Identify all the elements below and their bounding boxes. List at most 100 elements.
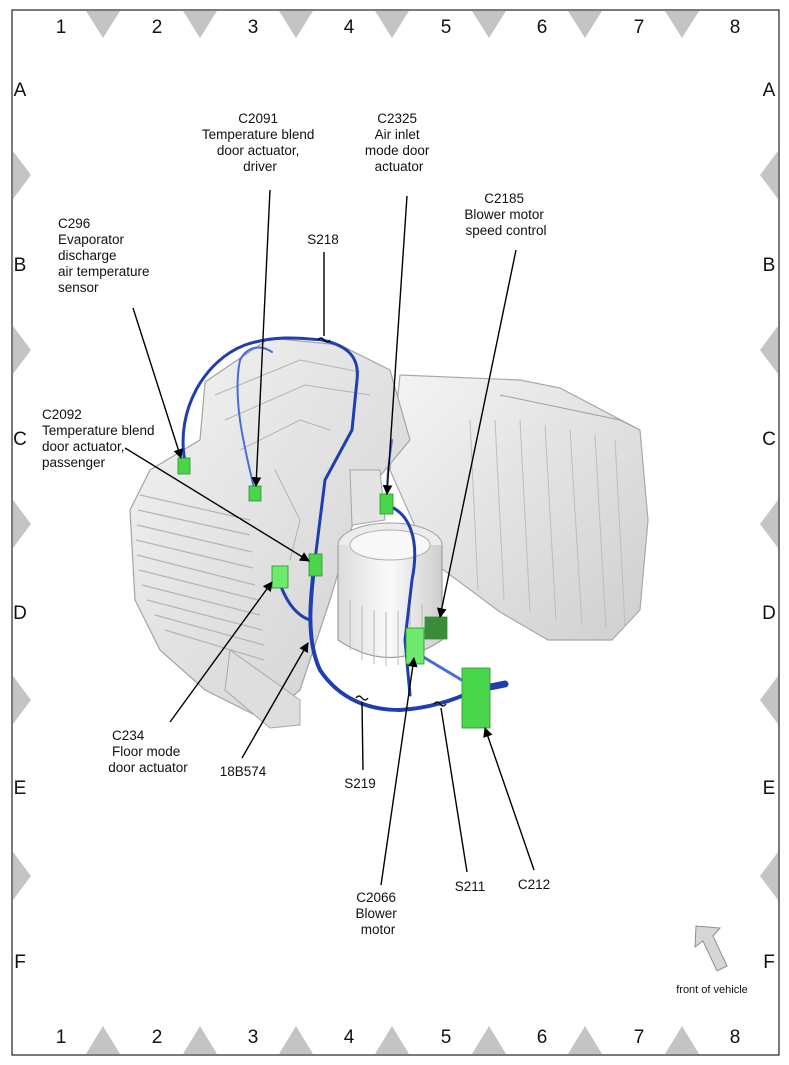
- splice-marks: [317, 337, 447, 707]
- label-c234-line3: door actuator: [108, 760, 188, 775]
- grid-row-left-f: F: [14, 952, 26, 973]
- label-c2325: C2325 Air inlet mode door actuator: [365, 111, 433, 174]
- label-c2066-line3: motor: [361, 922, 396, 937]
- harness-upper-loop: [181, 336, 359, 562]
- connector-c234: [271, 565, 289, 589]
- leader-c2092: [124, 447, 310, 562]
- label-c296-line3: discharge: [58, 248, 117, 263]
- grid-col-bottom-7: 7: [634, 1027, 645, 1048]
- label-c296-line5: sensor: [58, 280, 99, 295]
- diagram-border: [11, 9, 780, 1056]
- leader-c234: [169, 581, 273, 723]
- grid-col-top-5: 5: [441, 17, 452, 38]
- connector-c296: [177, 457, 191, 475]
- label-s219: S219: [344, 776, 376, 791]
- label-c2091-line3: door actuator,: [217, 143, 300, 158]
- leader-18b574: [241, 642, 309, 759]
- connectors: [177, 457, 491, 729]
- label-s218: S218: [307, 232, 339, 247]
- label-c2185-line1: C2185: [484, 191, 524, 206]
- grid-col-top-7: 7: [634, 17, 645, 38]
- grid-col-top-2: 2: [152, 17, 163, 38]
- leader-c2066: [380, 657, 418, 886]
- label-c2092-line2: Temperature blend: [42, 423, 155, 438]
- leader-s219: [361, 701, 364, 771]
- connector-c2091: [248, 485, 262, 502]
- label-c296-line2: Evaporator: [58, 232, 125, 247]
- front-arrow-icon: [694, 925, 728, 972]
- grid-col-top-4: 4: [344, 17, 355, 38]
- grid-col-bottom-8: 8: [730, 1027, 741, 1048]
- hvac-assembly-illustration: [129, 337, 649, 729]
- leader-c296: [132, 307, 183, 459]
- grid-col-bottom-1: 1: [56, 1027, 67, 1048]
- label-18b574: 18B574: [220, 764, 267, 779]
- label-c234-line2: Floor mode: [112, 744, 180, 759]
- grid-row-left-d: D: [13, 603, 27, 624]
- label-c2325-line3: mode door: [365, 143, 430, 158]
- label-c296-line1: C296: [58, 216, 90, 231]
- label-c2066-line1: C2066: [356, 890, 396, 905]
- label-c2066: C2066 Blower motor: [355, 890, 400, 937]
- label-c2092: C2092 Temperature blend door actuator, p…: [42, 407, 158, 470]
- front-of-vehicle-label: front of vehicle: [676, 984, 748, 996]
- grid-row-left-e: E: [14, 778, 27, 799]
- leader-c2325: [382, 195, 408, 495]
- connector-c2092: [308, 553, 323, 577]
- label-c2091-line2: Temperature blend: [202, 127, 315, 142]
- leader-c2091: [251, 189, 271, 487]
- grid-row-right-e: E: [763, 778, 776, 799]
- grid-row-right-b: B: [763, 255, 776, 276]
- label-c296-line4: air temperature: [58, 264, 150, 279]
- label-c234-line1: C234: [112, 728, 145, 743]
- grid-row-right-a: A: [763, 80, 776, 101]
- label-c212: C212: [518, 877, 550, 892]
- label-c2185: C2185 Blower motor speed control: [464, 191, 547, 238]
- label-c2092-line4: passenger: [42, 455, 106, 470]
- grid-row-right-c: C: [762, 429, 776, 450]
- grid-col-bottom-5: 5: [441, 1027, 452, 1048]
- grid-col-top-6: 6: [537, 17, 548, 38]
- label-c2091: C2091 Temperature blend door actuator, d…: [202, 111, 318, 174]
- label-c2092-line3: door actuator,: [42, 439, 125, 454]
- connector-c2066: [405, 627, 425, 665]
- splice-s211-mark: [433, 701, 447, 707]
- label-c2091-line4: driver: [243, 159, 277, 174]
- grid-col-top-3: 3: [248, 17, 259, 38]
- label-c2325-line4: actuator: [375, 159, 424, 174]
- grid-col-top-8: 8: [730, 17, 741, 38]
- grid-row-left-b: B: [14, 255, 27, 276]
- label-c2092-line1: C2092: [42, 407, 82, 422]
- grid-col-bottom-3: 3: [248, 1027, 259, 1048]
- grid-col-bottom-4: 4: [344, 1027, 355, 1048]
- connector-c2325: [379, 493, 394, 515]
- leader-c212: [483, 727, 535, 871]
- label-c2325-line2: Air inlet: [375, 127, 420, 142]
- connector-c2185: [424, 616, 448, 640]
- grid-border-triangles: [13, 11, 778, 1054]
- grid-row-right-d: D: [762, 603, 776, 624]
- grid-col-top-1: 1: [56, 17, 67, 38]
- label-c234: C234 Floor mode door actuator: [108, 728, 188, 775]
- splice-s219-mark: [355, 695, 369, 701]
- grid-row-left-c: C: [13, 429, 27, 450]
- label-c2066-line2: Blower: [355, 906, 397, 921]
- connector-c212: [461, 667, 491, 729]
- harness-trunk: [308, 558, 477, 712]
- leader-s211: [440, 707, 468, 873]
- label-c2185-line3: speed control: [465, 223, 546, 238]
- label-c2185-line2: Blower motor: [464, 207, 544, 222]
- label-c2091-line1: C2091: [238, 111, 278, 126]
- leader-lines: [124, 189, 535, 886]
- splice-s218-mark: [317, 337, 331, 343]
- label-c2325-line1: C2325: [377, 111, 417, 126]
- grid-row-left-a: A: [14, 80, 27, 101]
- grid-col-bottom-6: 6: [537, 1027, 548, 1048]
- label-s211: S211: [455, 879, 486, 894]
- grid-col-bottom-2: 2: [152, 1027, 163, 1048]
- grid-row-right-f: F: [763, 952, 775, 973]
- leader-c2185: [436, 249, 517, 618]
- front-of-vehicle-indicator: front of vehicle: [676, 925, 748, 996]
- label-c296: C296 Evaporator discharge air temperatur…: [58, 216, 153, 295]
